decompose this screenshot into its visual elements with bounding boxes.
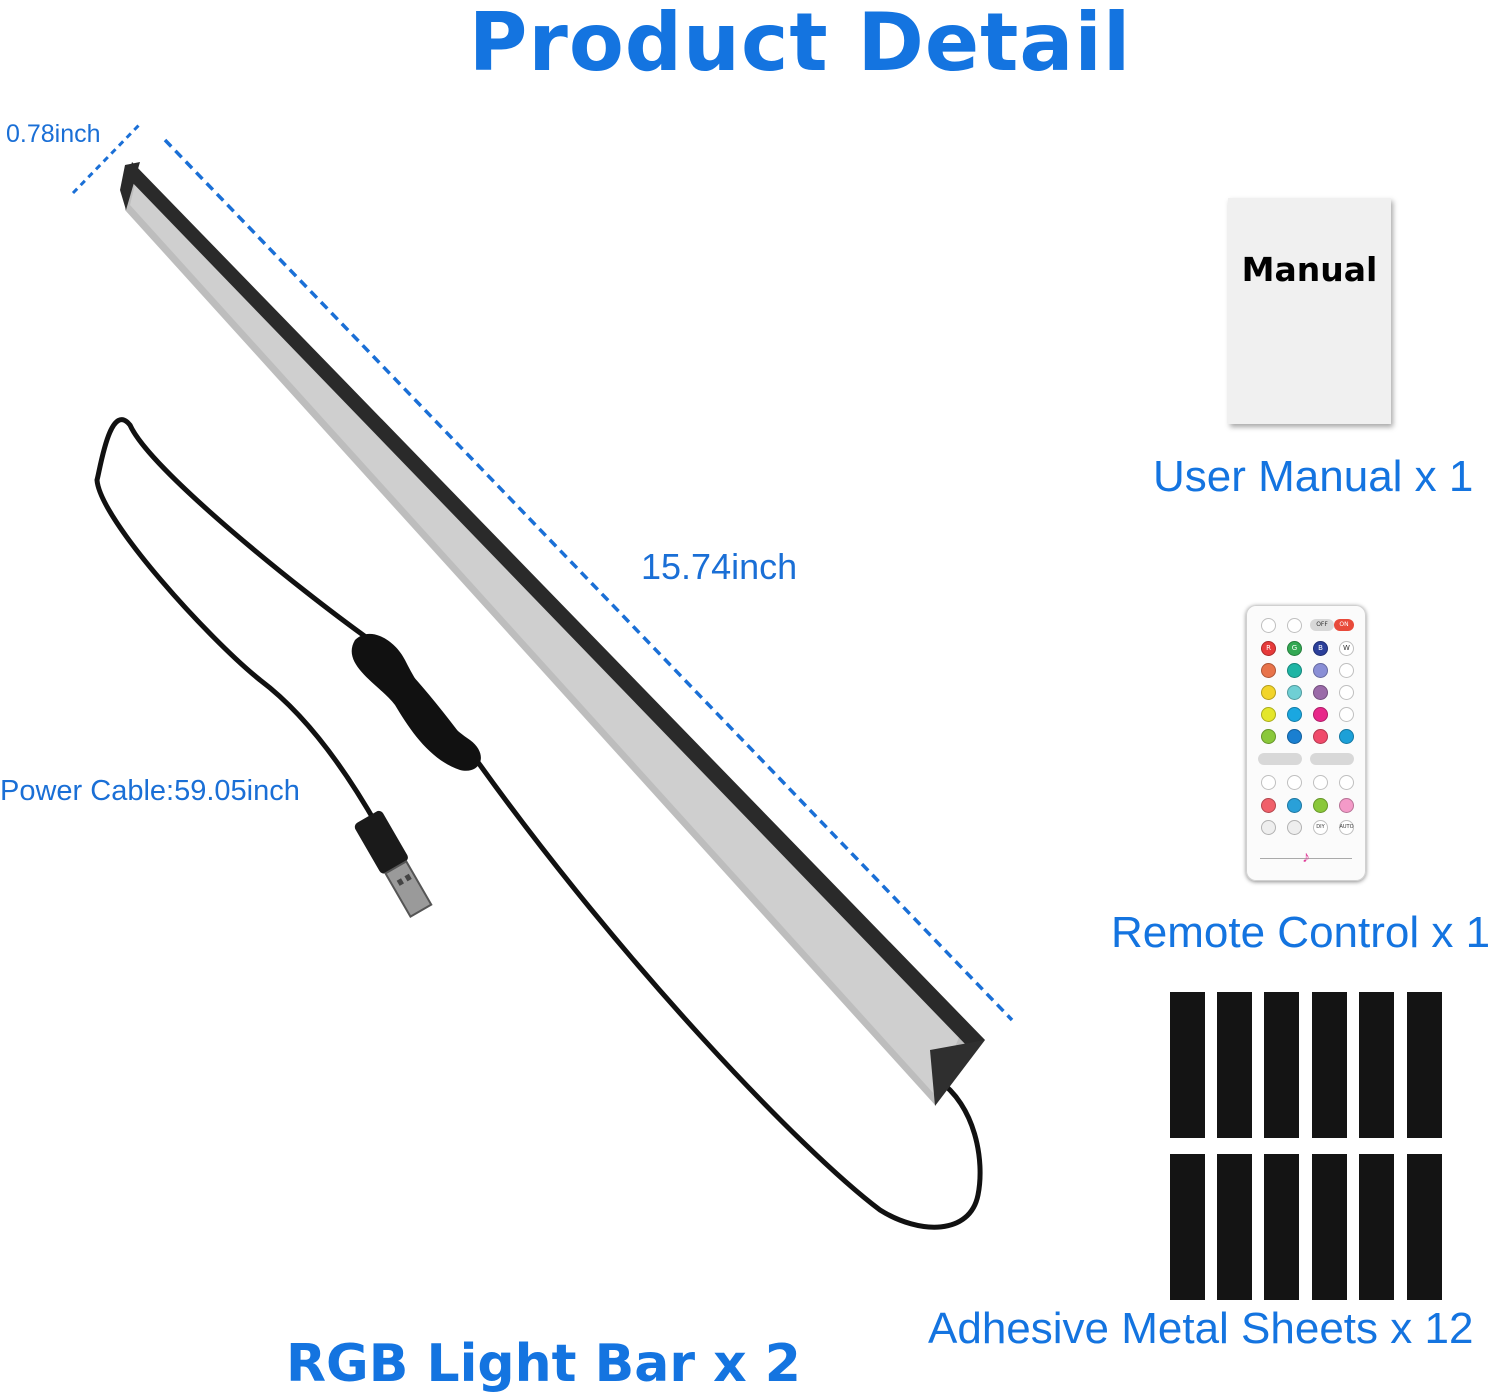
adhesive-sheet bbox=[1407, 1154, 1442, 1300]
color-button bbox=[1287, 729, 1302, 744]
width-dimension-line bbox=[71, 122, 142, 195]
speed-icon bbox=[1339, 663, 1354, 678]
color-button bbox=[1287, 685, 1302, 700]
width-dimension-label: 0.78inch bbox=[6, 120, 101, 148]
color-button bbox=[1261, 707, 1276, 722]
effect-icon bbox=[1261, 798, 1276, 813]
adhesive-sheet bbox=[1264, 992, 1299, 1138]
heart-icon bbox=[1287, 820, 1302, 835]
on-button: ON bbox=[1334, 619, 1354, 631]
adhesive-sheets-grid bbox=[1170, 992, 1442, 1302]
speed-control-pill bbox=[1258, 753, 1302, 765]
auto-button: AUTO bbox=[1339, 820, 1354, 835]
user-manual-card: Manual bbox=[1228, 198, 1391, 424]
usb-plug bbox=[354, 810, 433, 919]
off-button: OFF bbox=[1310, 619, 1334, 631]
cable-length-label: Power Cable:59.05inch bbox=[0, 775, 300, 807]
adhesive-sheet bbox=[1359, 992, 1394, 1138]
blue-button: B bbox=[1313, 641, 1328, 656]
color-button bbox=[1313, 663, 1328, 678]
cable-knot bbox=[351, 633, 481, 771]
remote-divider bbox=[1260, 858, 1352, 859]
manual-label: Manual bbox=[1241, 250, 1378, 289]
brightness-control-pill bbox=[1310, 753, 1354, 765]
adhesive-sheet bbox=[1217, 1154, 1252, 1300]
remote-control: OFF ON R G B W DIY AUTO ♪ bbox=[1246, 605, 1366, 881]
adhesive-sheet bbox=[1407, 992, 1442, 1138]
mode-icon bbox=[1339, 685, 1354, 700]
length-dimension-label: 15.74inch bbox=[641, 546, 798, 587]
light-bar-caption: RGB Light Bar x 2 bbox=[286, 1334, 801, 1394]
color-button bbox=[1313, 707, 1328, 722]
color-button bbox=[1261, 729, 1276, 744]
page-title: Product Detail bbox=[468, 0, 1132, 89]
light-bar-end-cap bbox=[930, 1040, 985, 1106]
color-button bbox=[1261, 685, 1276, 700]
color-button bbox=[1287, 663, 1302, 678]
music-note-icon bbox=[1339, 775, 1354, 790]
music-note-icon bbox=[1261, 775, 1276, 790]
music-note-icon bbox=[1287, 775, 1302, 790]
heart-icon bbox=[1261, 820, 1276, 835]
music-note-icon bbox=[1313, 775, 1328, 790]
length-dimension-line bbox=[163, 138, 1014, 1022]
green-button: G bbox=[1287, 641, 1302, 656]
light-bar-illustration bbox=[71, 122, 1014, 1230]
diy-button: DIY bbox=[1313, 820, 1328, 835]
remote-control-caption: Remote Control x 1 bbox=[1111, 908, 1491, 957]
color-button bbox=[1261, 663, 1276, 678]
adhesive-sheet bbox=[1312, 992, 1347, 1138]
adhesive-sheet bbox=[1264, 1154, 1299, 1300]
color-button bbox=[1287, 707, 1302, 722]
user-manual-caption: User Manual x 1 bbox=[1153, 452, 1474, 501]
color-button bbox=[1339, 729, 1354, 744]
effect-icon bbox=[1339, 798, 1354, 813]
adhesive-sheet bbox=[1359, 1154, 1394, 1300]
mode-icon bbox=[1339, 707, 1354, 722]
white-button: W bbox=[1339, 641, 1354, 656]
color-button bbox=[1313, 729, 1328, 744]
red-button: R bbox=[1261, 641, 1276, 656]
effect-icon bbox=[1313, 798, 1328, 813]
adhesive-sheet bbox=[1217, 992, 1252, 1138]
adhesive-sheet bbox=[1170, 992, 1205, 1138]
adhesive-sheet bbox=[1170, 1154, 1205, 1300]
adhesive-sheet bbox=[1312, 1154, 1347, 1300]
brightness-down-icon bbox=[1287, 618, 1302, 633]
music-logo-icon: ♪ bbox=[1302, 849, 1310, 866]
effect-icon bbox=[1287, 798, 1302, 813]
brightness-up-icon bbox=[1261, 618, 1276, 633]
color-button bbox=[1313, 685, 1328, 700]
power-cable bbox=[94, 417, 983, 1230]
adhesive-sheets-caption: Adhesive Metal Sheets x 12 bbox=[928, 1304, 1474, 1353]
